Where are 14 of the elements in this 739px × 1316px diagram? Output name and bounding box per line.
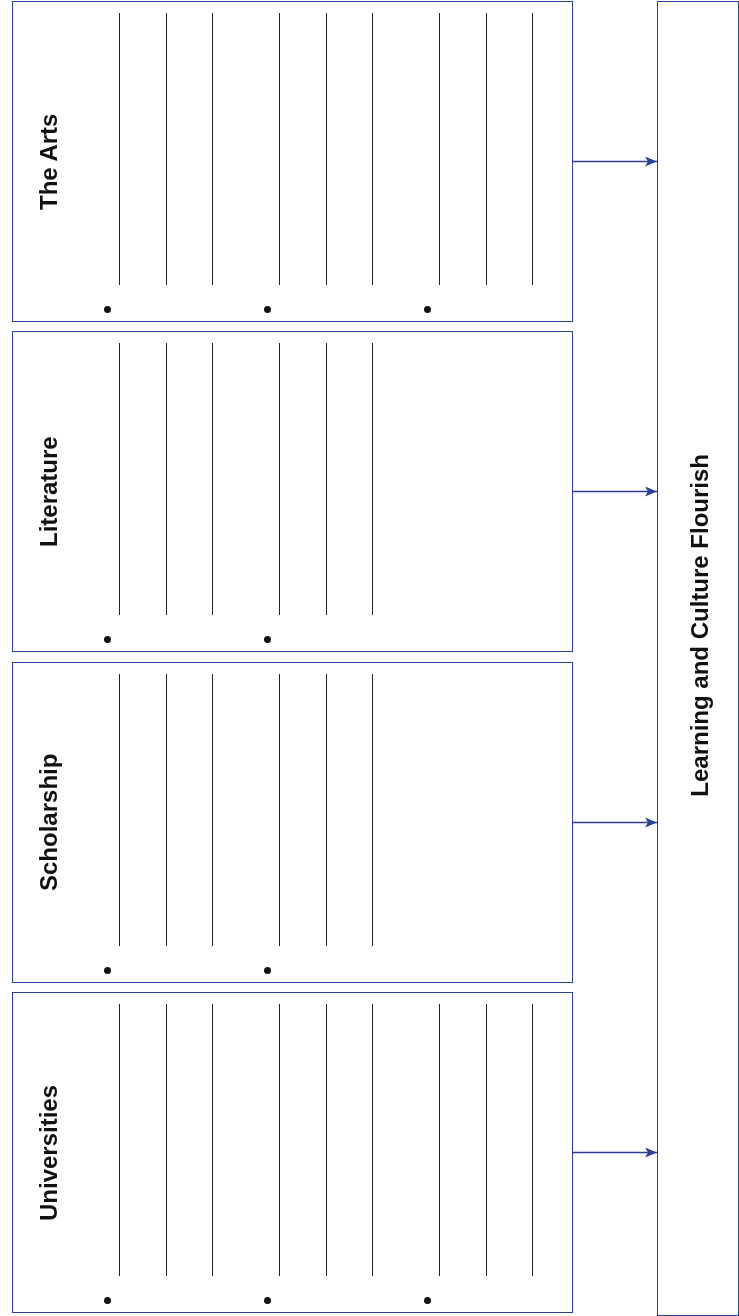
box-heading: Universities — [35, 1083, 63, 1223]
arrow — [572, 486, 658, 497]
arrow — [572, 156, 658, 167]
arrow — [572, 817, 658, 828]
box-heading: The Arts — [35, 112, 63, 212]
topic-box — [12, 1, 573, 322]
box-heading: Scholarship — [35, 752, 63, 894]
topic-box — [12, 992, 573, 1313]
topic-box — [12, 331, 573, 652]
box-heading: Learning and Culture Flourish — [686, 453, 714, 797]
outcome-box — [657, 1, 739, 1316]
arrow — [572, 1147, 658, 1158]
box-heading: Literature — [35, 435, 63, 549]
topic-box — [12, 662, 573, 983]
